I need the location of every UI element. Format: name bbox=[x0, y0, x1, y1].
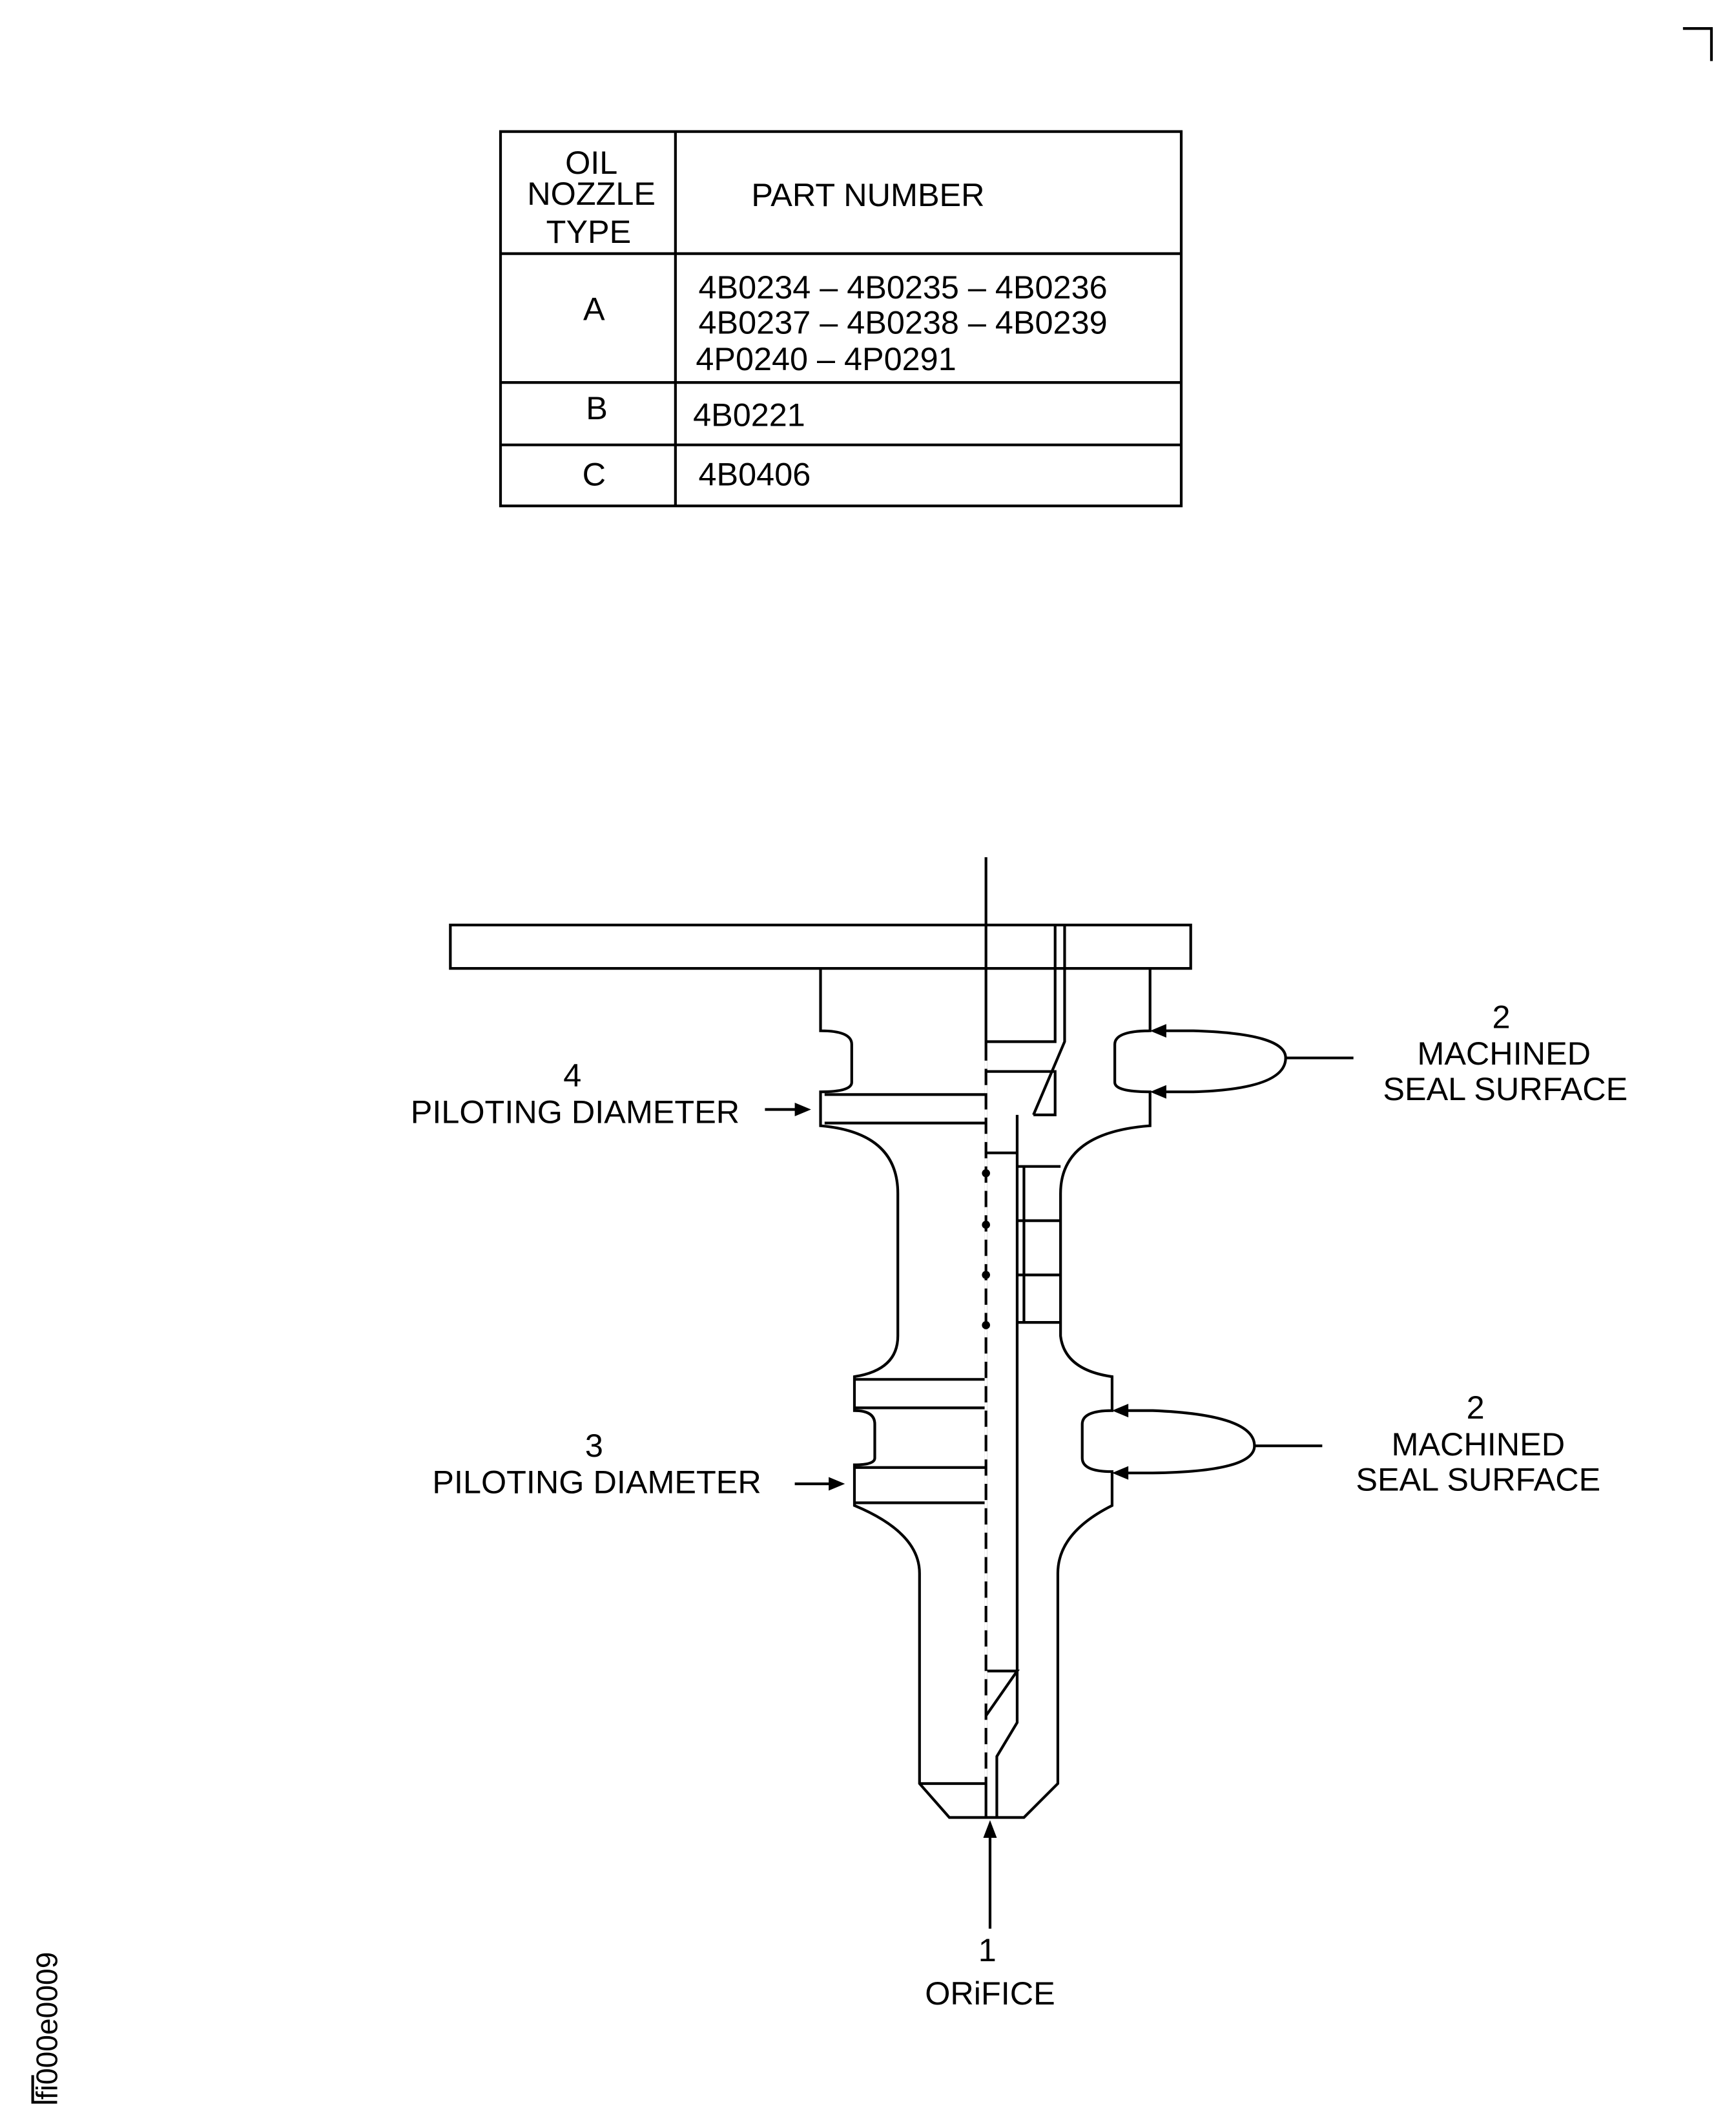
callout-orifice: 1 ORiFICE bbox=[925, 1820, 1055, 2012]
seal-lower-line1: MACHINED bbox=[1391, 1426, 1565, 1463]
nozzle-body bbox=[449, 857, 1192, 1819]
seal-upper-line2: SEAL SURFACE bbox=[1383, 1070, 1628, 1107]
corner-mark bbox=[1682, 26, 1713, 61]
row-a-type: A bbox=[583, 291, 605, 328]
header-type-line1: OIL bbox=[565, 144, 617, 181]
row-a-parts-2: 4B0237 – 4B0238 – 4B0239 bbox=[699, 304, 1108, 341]
pilot-upper-label: PILOTING DIAMETER bbox=[411, 1093, 739, 1130]
seal-upper-line1: MACHINED bbox=[1417, 1035, 1591, 1072]
pilot-upper-number: 4 bbox=[563, 1057, 581, 1094]
callout-pilot-lower: 3 PILOTING DIAMETER bbox=[432, 1427, 845, 1501]
seal-lower-line2: SEAL SURFACE bbox=[1356, 1461, 1600, 1497]
pilot-lower-number: 3 bbox=[585, 1427, 603, 1464]
row-c-parts: 4B0406 bbox=[699, 456, 811, 493]
row-c-type: C bbox=[583, 456, 606, 493]
orifice-number: 1 bbox=[978, 1931, 997, 1968]
row-a-parts-3: 4P0240 – 4P0291 bbox=[696, 340, 956, 377]
pilot-lower-label: PILOTING DIAMETER bbox=[432, 1464, 761, 1501]
row-b-type: B bbox=[586, 390, 608, 426]
seal-upper-number: 2 bbox=[1493, 999, 1511, 1036]
callout-pilot-upper: 4 PILOTING DIAMETER bbox=[411, 1057, 811, 1130]
header-part-number: PART NUMBER bbox=[751, 176, 984, 213]
row-b-parts: 4B0221 bbox=[693, 396, 805, 433]
callout-seal-lower: 2 MACHINED SEAL SURFACE bbox=[1111, 1389, 1600, 1497]
figure-id-text: fi000e0009 bbox=[30, 1952, 63, 2100]
header-type-line3: TYPE bbox=[546, 213, 632, 250]
figure-id: fi000e0009 bbox=[30, 1952, 63, 2104]
orifice-label: ORiFICE bbox=[925, 1975, 1055, 2012]
seal-lower-number: 2 bbox=[1467, 1389, 1485, 1426]
row-a-parts-1: 4B0234 – 4B0235 – 4B0236 bbox=[699, 269, 1108, 306]
header-type-line2: NOZZLE bbox=[527, 175, 656, 212]
callout-seal-upper: 2 MACHINED SEAL SURFACE bbox=[1150, 999, 1628, 1107]
part-number-table: OIL NOZZLE TYPE PART NUMBER A 4B0234 – 4… bbox=[499, 130, 1183, 508]
